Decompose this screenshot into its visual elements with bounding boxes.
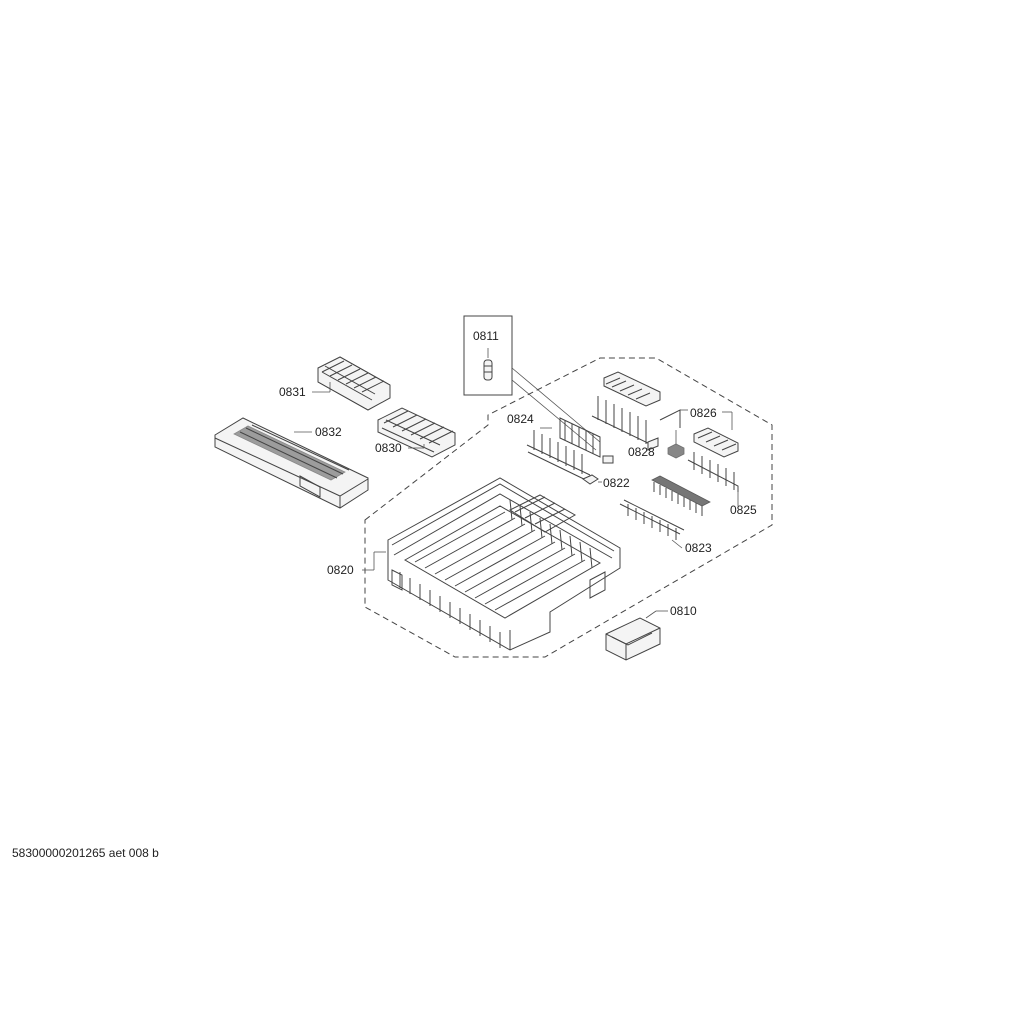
label-0825: 0825 [730,503,757,517]
label-0830: 0830 [375,441,402,455]
part-0830-rack[interactable] [377,407,456,458]
part-0820-basket[interactable] [362,477,621,651]
part-0826-clip[interactable] [667,430,685,459]
label-0822: 0822 [603,476,630,490]
part-0810-container[interactable] [605,610,668,661]
label-0832: 0832 [315,425,342,439]
label-0826: 0826 [690,406,717,420]
part-0822-clip[interactable] [581,474,602,485]
part-0823-rack[interactable] [619,475,711,549]
label-0810: 0810 [670,604,697,618]
label-0824: 0824 [507,412,534,426]
label-0823: 0823 [685,541,712,555]
part-0811-inset[interactable] [463,315,601,451]
part-0824-rack[interactable] [526,417,614,483]
part-0825-rack[interactable] [687,427,739,506]
label-0820: 0820 [327,563,354,577]
label-0828: 0828 [628,445,655,459]
document-code: 58300000201265 aet 008 b [12,846,159,860]
part-0831-rack[interactable] [312,356,391,411]
label-0811: 0811 [473,329,499,343]
assembly-boundary [364,357,773,658]
label-0831: 0831 [279,385,306,399]
part-0826-rack[interactable] [591,371,733,451]
part-0832-tray[interactable] [214,417,369,509]
part-0811-icon [483,359,493,381]
